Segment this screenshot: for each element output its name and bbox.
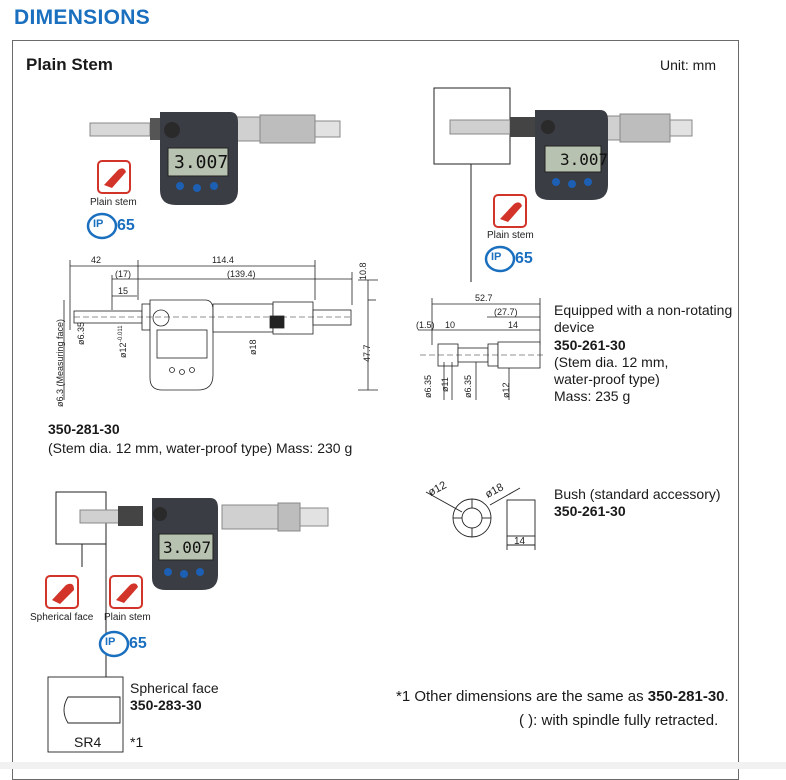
spherical-model: 350-283-30 bbox=[130, 697, 202, 713]
note-1: *1 Other dimensions are the same as 350-… bbox=[396, 688, 729, 705]
non-rotating-caption-1: Equipped with a non-rotating bbox=[554, 302, 733, 318]
dim-42: 42 bbox=[91, 255, 102, 265]
dim-15: 15 bbox=[118, 286, 129, 296]
dim-139: (139.4) bbox=[227, 269, 256, 279]
spherical-face-label: Spherical face bbox=[30, 612, 94, 623]
dim-114: 114.4 bbox=[212, 255, 234, 265]
dim-14: 14 bbox=[508, 320, 519, 330]
ip-prefix-1: IP bbox=[93, 218, 104, 230]
gauge-display-3: 3.007 bbox=[163, 538, 212, 557]
ip-rating-1: 65 bbox=[117, 217, 135, 234]
main-model: 350-281-30 bbox=[48, 421, 120, 437]
plain-stem-label-1: Plain stem bbox=[90, 197, 137, 208]
section-title: Plain Stem bbox=[26, 55, 113, 74]
non-rotating-spec-2: water-proof type) bbox=[554, 371, 660, 387]
page-title: DIMENSIONS bbox=[14, 6, 151, 29]
bush-model: 350-261-30 bbox=[554, 503, 626, 519]
non-rotating-caption-2: device bbox=[554, 319, 595, 335]
non-rotating-mass: Mass: 235 g bbox=[554, 388, 631, 404]
dim-1-5: (1.5) bbox=[416, 320, 435, 330]
main-spec: (Stem dia. 12 mm, water-proof type) Mass… bbox=[48, 440, 353, 456]
gauge-display-1: 3.007 bbox=[174, 152, 229, 173]
ip-rating-2: 65 bbox=[515, 250, 533, 267]
gauge-display-2: 3.007 bbox=[560, 150, 609, 169]
bush-dim-14: 14 bbox=[514, 536, 526, 547]
note-1-suffix: . bbox=[724, 688, 729, 705]
plain-stem-label-2: Plain stem bbox=[487, 230, 534, 241]
non-rotating-model: 350-261-30 bbox=[554, 337, 626, 353]
note-1-prefix: *1 Other dimensions are the same as bbox=[396, 688, 648, 705]
ip-prefix-3: IP bbox=[105, 636, 116, 648]
non-rotating-spec-1: (Stem dia. 12 mm, bbox=[554, 354, 669, 370]
unit-label: Unit: mm bbox=[660, 57, 716, 73]
spherical-note-mark: *1 bbox=[130, 734, 144, 750]
note-1-model: 350-281-30 bbox=[647, 688, 725, 705]
bottom-bar bbox=[0, 762, 786, 769]
dim-10: 10 bbox=[445, 320, 456, 330]
bush-caption: Bush (standard accessory) bbox=[554, 486, 721, 502]
note-2: ( ): with spindle fully retracted. bbox=[519, 712, 719, 729]
spherical-caption: Spherical face bbox=[130, 680, 219, 696]
dim-17: (17) bbox=[115, 269, 132, 279]
spherical-sr: SR4 bbox=[74, 734, 102, 750]
ip-rating-3: 65 bbox=[129, 635, 147, 652]
dim-52-7: 52.7 bbox=[475, 293, 493, 303]
dim-27-7: (27.7) bbox=[494, 307, 518, 317]
plain-stem-label-3: Plain stem bbox=[104, 612, 151, 623]
ip-prefix-2: IP bbox=[491, 251, 502, 263]
